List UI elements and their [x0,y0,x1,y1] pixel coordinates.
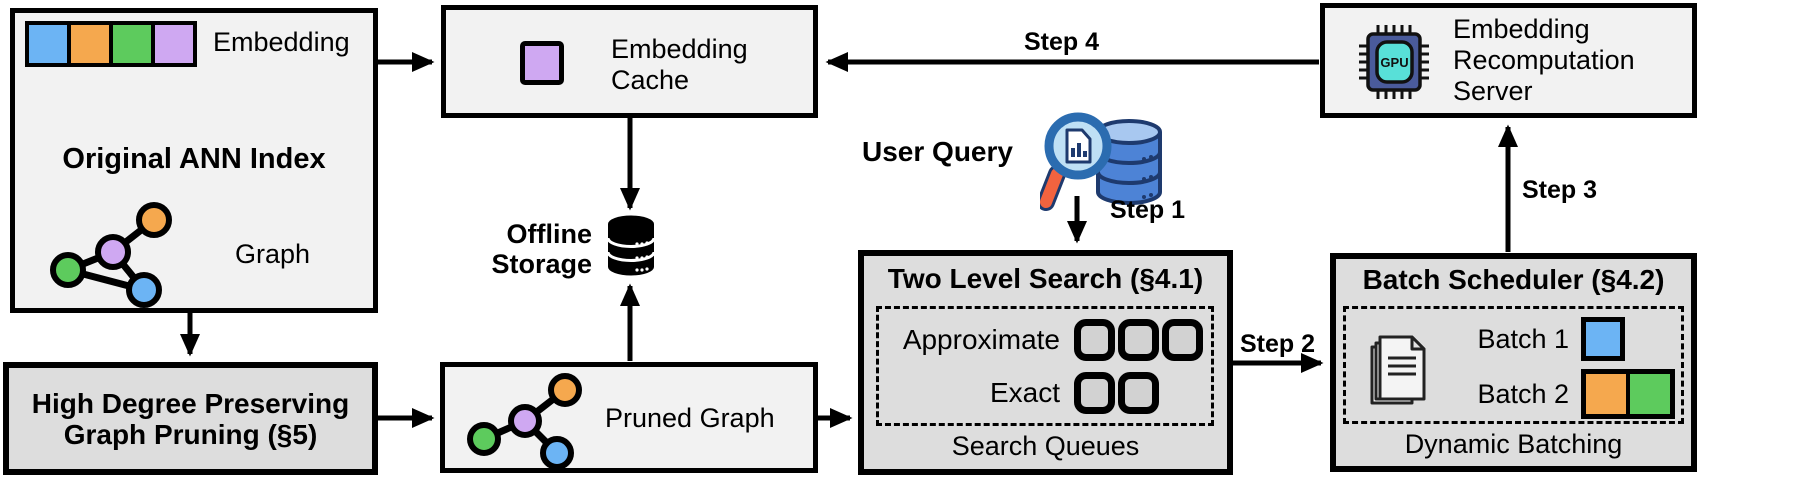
embedding-cache-box: Embedding Cache [441,5,818,118]
batch2-square-orange [1586,374,1626,414]
graph-label: Graph [235,239,311,269]
step4-label: Step 4 [1024,28,1100,56]
graph-node-green [50,252,86,288]
batch2-squares [1581,369,1675,419]
queue-slot [1118,318,1159,361]
graph-node-orange [548,373,582,407]
search-queues-panel: Approximate Exact [876,306,1214,426]
batch1-square-blue [1581,317,1625,361]
pruned-graph-label: Pruned Graph [605,403,775,433]
batch1-label: Batch 1 [1477,323,1569,354]
database-icon [606,215,656,276]
gpu-chip-label: GPU [1380,55,1408,70]
pruned-graph-box: Pruned Graph [440,362,818,473]
magnifier-icon [1040,112,1112,211]
query-search-icon [1040,112,1162,211]
embedding-square-blue [29,25,67,63]
exact-row: Exact [879,367,1211,419]
embedding-cache-label: Embedding Cache [611,34,748,95]
graph-icon [50,202,172,308]
embedding-square-green [113,25,151,63]
queue-slot [1118,371,1159,414]
exact-label: Exact [989,376,1060,408]
user-query-label: User Query [862,136,1013,167]
approximate-label: Approximate [902,323,1060,355]
embedding-square-purple [155,25,193,63]
batch-scheduler-box: Batch Scheduler (§4.2) Batch 1 [1330,253,1697,472]
dynamic-batching-label: Dynamic Batching [1404,429,1623,459]
step3-label: Step 3 [1522,176,1598,204]
cached-embedding-square-icon [520,41,564,85]
graph-pruning-box: High Degree Preserving Graph Pruning (§5… [3,362,378,475]
gpu-icon: GPU [1359,25,1429,99]
queue-slot [1162,318,1203,361]
batch2-row: Batch 2 [1456,369,1675,419]
batch-scheduler-title: Batch Scheduler (§4.2) [1362,264,1665,295]
documents-icon [1370,335,1426,405]
step2-label: Step 2 [1240,330,1316,358]
search-queues-label: Search Queues [951,431,1140,461]
step1-label: Step 1 [1110,196,1186,224]
exact-queues [1074,371,1159,414]
queue-slot [1074,371,1115,414]
batch1-row: Batch 1 [1456,317,1625,361]
pruned-graph-icon [467,373,582,470]
original-ann-index-title: Original ANN Index [62,143,326,175]
batch2-square-green [1630,374,1670,414]
recomputation-server-label: Embedding Recomputation Server [1453,14,1635,106]
offline-storage-label: Offline Storage [491,219,592,279]
graph-node-blue [540,436,574,470]
graph-node-blue [126,272,162,308]
embedding-label: Embedding [213,27,350,57]
dynamic-batching-panel: Batch 1 Batch 2 [1343,306,1684,424]
two-level-search-box: Two Level Search (§4.1) Approximate Exac… [858,250,1233,475]
graph-node-green [467,422,501,456]
graph-node-purple [508,404,542,438]
embedding-square-orange [71,25,109,63]
graph-pruning-title: High Degree Preserving Graph Pruning (§5… [31,387,350,450]
batch2-label: Batch 2 [1477,378,1569,409]
two-level-search-title: Two Level Search (§4.1) [887,263,1204,294]
recomputation-server-box: GPU Embedding Recomputation Server [1320,3,1697,118]
graph-node-purple [95,234,131,270]
embedding-vector-icon [25,21,197,67]
graph-node-orange [136,202,172,238]
queue-slot [1074,318,1115,361]
approximate-row: Approximate [879,314,1211,366]
approximate-queues [1074,318,1203,361]
original-ann-index-box: Embedding Original ANN Index Graph [10,8,378,313]
